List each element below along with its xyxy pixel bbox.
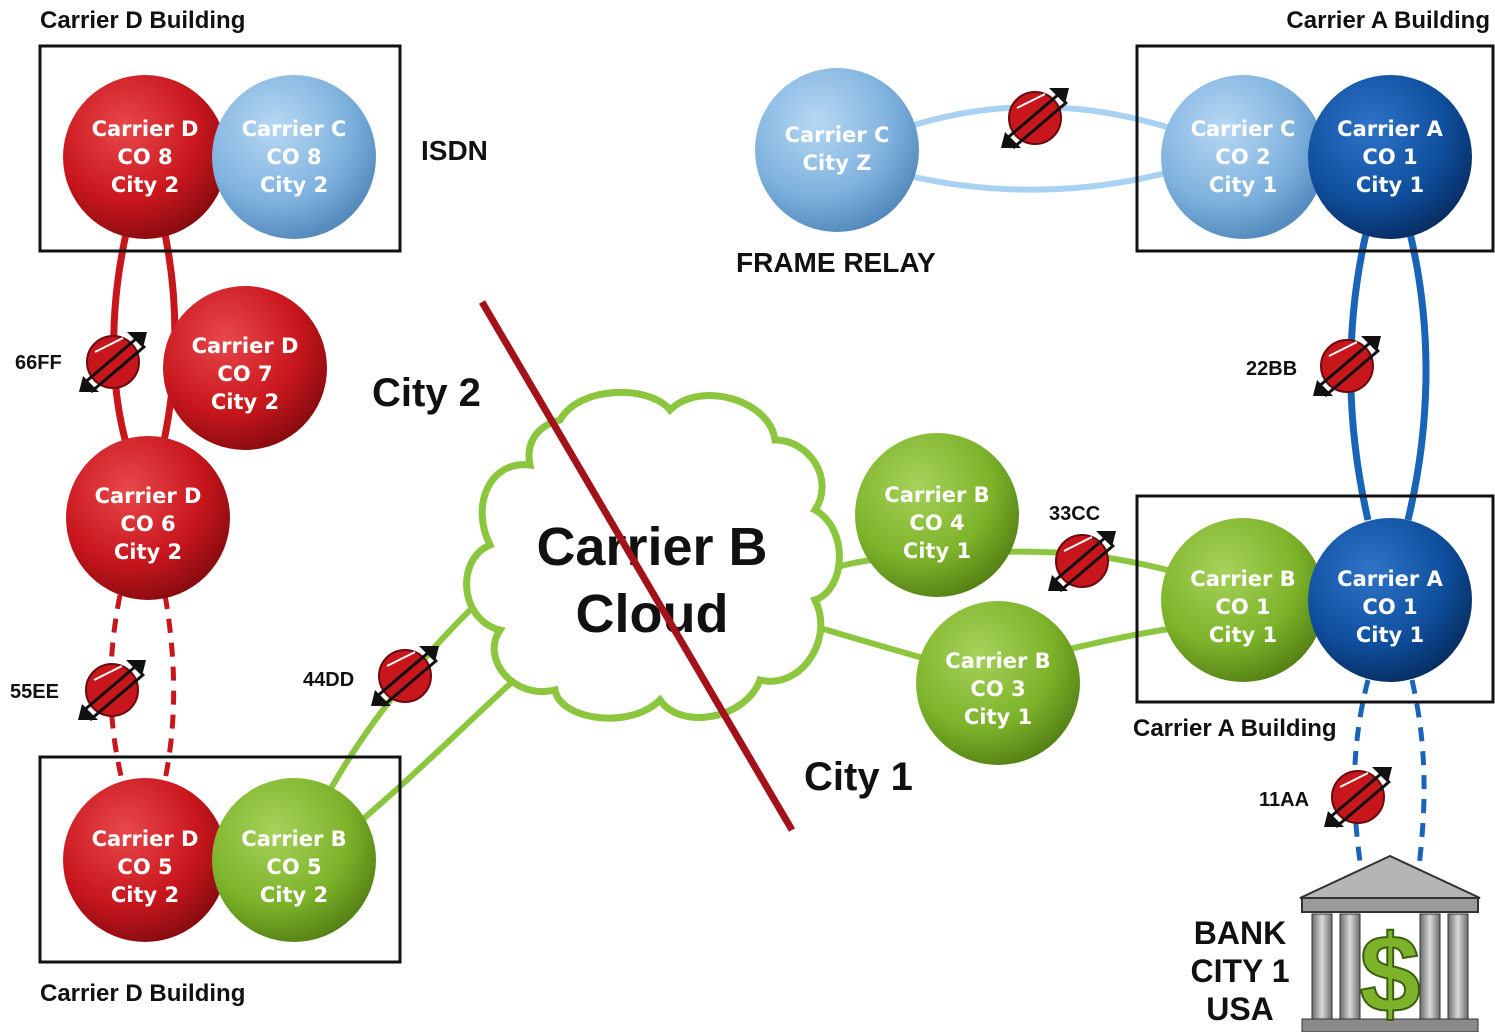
isdn-label: ISDN — [421, 135, 488, 166]
node-line: CO 5 — [117, 855, 172, 879]
node-line: City 1 — [1209, 623, 1277, 647]
node-line: CO 8 — [117, 145, 172, 169]
node-line: City Z — [803, 151, 872, 175]
circuit-icon-66ff — [77, 330, 149, 394]
node-line: City 2 — [260, 173, 328, 197]
link-d6-d5-right — [162, 594, 177, 781]
node-line: Carrier A — [1337, 567, 1443, 591]
node-line: CO 7 — [217, 362, 272, 386]
node-line: CO 4 — [909, 511, 964, 535]
node-carrier-d-co7: Carrier D CO 7 City 2 — [163, 286, 327, 450]
node-line: CO 5 — [266, 855, 321, 879]
node-line: City 2 — [211, 390, 279, 414]
cloud-title-line1: Carrier B — [536, 517, 767, 577]
circuit-icon-55ee — [76, 658, 148, 722]
node-carrier-d-co6: Carrier D CO 6 City 2 — [66, 436, 230, 600]
bank-label-line2: CITY 1 — [1191, 953, 1290, 989]
node-line: Carrier C — [785, 123, 890, 147]
node-line: Carrier C — [1191, 117, 1296, 141]
node-line: CO 3 — [970, 677, 1025, 701]
node-carrier-b-co1: Carrier B CO 1 City 1 — [1161, 518, 1325, 682]
node-line: City 1 — [964, 705, 1032, 729]
node-carrier-a-co1-top: Carrier A CO 1 City 1 — [1308, 75, 1472, 239]
building-label-carrier-d-bottom: Carrier D Building — [40, 980, 245, 1007]
city-divider-line — [478, 300, 796, 832]
node-line: City 1 — [1209, 173, 1277, 197]
link-cz-c2-bottom — [904, 169, 1171, 193]
circuit-icon-22bb — [1311, 334, 1383, 398]
node-line: City 2 — [111, 173, 179, 197]
frame-relay-label: FRAME RELAY — [736, 247, 936, 278]
node-carrier-b-co4: Carrier B CO 4 City 1 — [855, 433, 1019, 597]
node-carrier-d-co8: Carrier D CO 8 City 2 — [63, 75, 227, 239]
carrier-b-cloud — [463, 388, 843, 722]
circuit-label-55ee: 55EE — [10, 681, 59, 703]
node-line: CO 6 — [120, 512, 175, 536]
node-line: Carrier D — [92, 117, 199, 141]
circuit-label-22bb: 22BB — [1246, 358, 1297, 380]
node-carrier-c-co8: Carrier C CO 8 City 2 — [212, 75, 376, 239]
node-line: Carrier B — [884, 483, 989, 507]
building-box-carrier-d-bottom — [38, 755, 402, 964]
node-line: City 2 — [114, 540, 182, 564]
link-cloud-b3 — [819, 625, 931, 663]
building-label-carrier-a-top: Carrier A Building — [1286, 7, 1490, 34]
building-box-carrier-a-top — [1135, 44, 1495, 253]
building-box-carrier-d-top — [38, 44, 402, 253]
bank-icon — [1299, 854, 1481, 1032]
bank-label-line1: BANK — [1194, 915, 1286, 951]
node-line: CO 1 — [1362, 595, 1417, 619]
node-line: CO 2 — [1215, 145, 1270, 169]
node-line: CO 8 — [266, 145, 321, 169]
node-line: Carrier D — [92, 827, 199, 851]
circuit-label-66ff: 66FF — [15, 352, 62, 374]
node-line: CO 1 — [1215, 595, 1270, 619]
building-label-carrier-a-mid: Carrier A Building — [1133, 715, 1337, 742]
city-2-label: City 2 — [372, 371, 481, 415]
node-carrier-b-co3: Carrier B CO 3 City 1 — [916, 601, 1080, 765]
node-line: City 1 — [1356, 623, 1424, 647]
node-line: City 2 — [260, 883, 328, 907]
link-b3-b1 — [1064, 625, 1176, 653]
city-1-label: City 1 — [804, 755, 913, 799]
building-label-carrier-d-top: Carrier D Building — [40, 7, 245, 34]
node-line: Carrier D — [95, 484, 202, 508]
circuit-label-11aa: 11AA — [1259, 789, 1309, 811]
circuit-icon-frame-relay — [999, 86, 1071, 150]
node-line: Carrier B — [241, 827, 346, 851]
node-line: City 1 — [1356, 173, 1424, 197]
link-cloud-b5-b — [348, 667, 528, 833]
node-carrier-b-co5: Carrier B CO 5 City 2 — [212, 778, 376, 942]
node-carrier-c-co2: Carrier C CO 2 City 1 — [1161, 75, 1325, 239]
node-line: Carrier A — [1337, 117, 1443, 141]
dollar-sign-icon: $ — [1359, 913, 1420, 1032]
node-carrier-d-co5: Carrier D CO 5 City 2 — [63, 778, 227, 942]
node-line: CO 1 — [1362, 145, 1417, 169]
link-a1-a1-right — [1404, 224, 1430, 521]
node-line: City 2 — [111, 883, 179, 907]
node-carrier-c-city-z: Carrier C City Z — [755, 68, 919, 232]
node-carrier-a-co1-bottom: Carrier A CO 1 City 1 — [1308, 518, 1472, 682]
node-line: Carrier C — [242, 117, 347, 141]
circuit-label-33cc: 33CC — [1049, 503, 1100, 525]
circuit-icon-11aa — [1322, 765, 1394, 829]
circuit-label-44dd: 44DD — [303, 669, 354, 691]
building-box-carrier-a-mid — [1135, 494, 1495, 704]
node-line: Carrier B — [1190, 567, 1295, 591]
node-line: Carrier D — [192, 334, 299, 358]
node-line: Carrier B — [945, 649, 1050, 673]
node-line: City 1 — [903, 539, 971, 563]
circuit-icon-44dd — [369, 644, 441, 708]
link-a1-bank-right — [1409, 679, 1427, 876]
circuit-icon-33cc — [1046, 529, 1118, 593]
bank-label-line3: USA — [1206, 991, 1274, 1027]
